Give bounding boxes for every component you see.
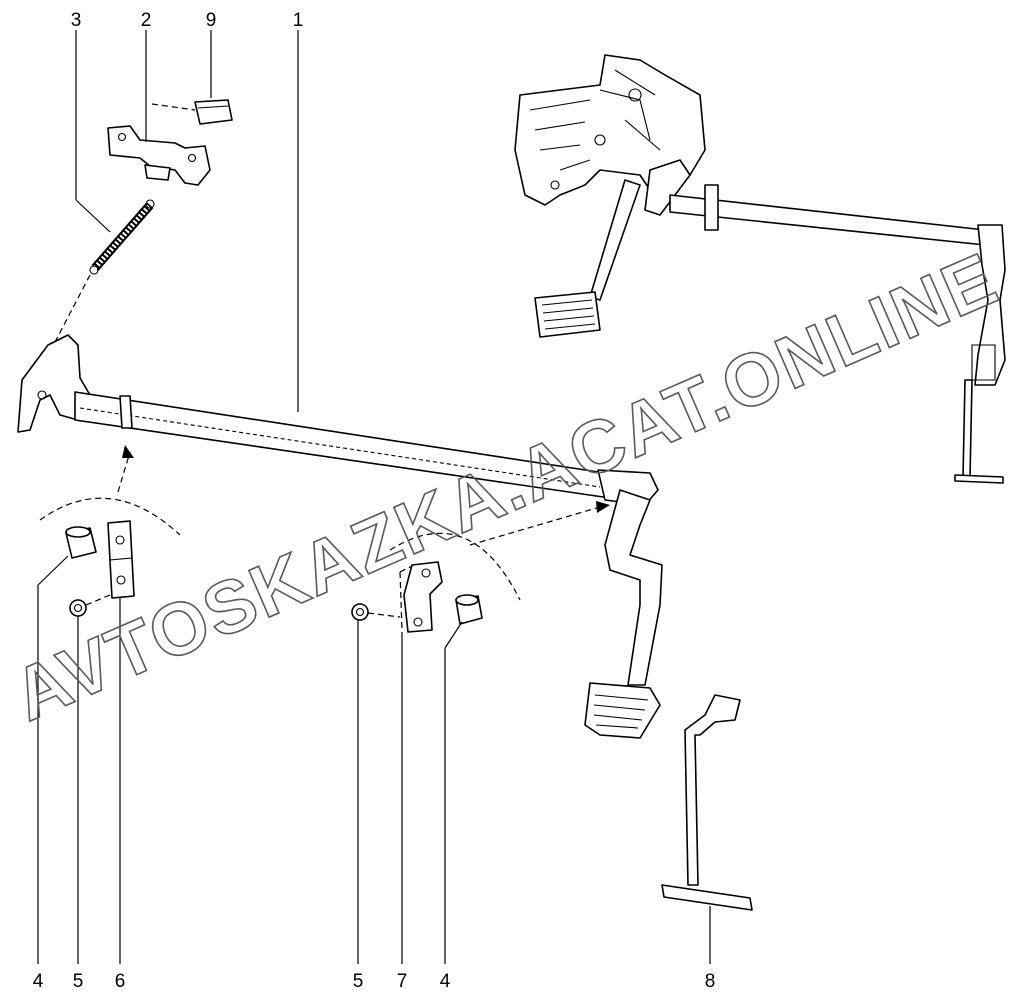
left-bushing-group [39,445,181,617]
callout-7: 7 [397,971,408,992]
callout-6: 6 [115,971,126,992]
callout-3: 3 [71,10,82,31]
callout-8: 8 [705,971,716,992]
callout-4-left: 4 [33,971,44,992]
watermark-text: AVTOSKAZKA.ACAT.ONLINE [1,236,1009,736]
part-9-pad [151,99,233,125]
part-8-lever-rod [661,694,753,911]
part-3-spring [29,199,155,391]
part-1-pedal-shaft [17,334,663,739]
callout-2: 2 [141,10,152,31]
callout-5-mid: 5 [353,971,364,992]
middle-bushing-group [351,501,610,633]
pedal-assembly-context [514,54,1006,484]
callout-1: 1 [293,10,304,31]
callout-5-left: 5 [73,971,84,992]
part-2-bracket [107,125,211,186]
callout-labels: 3 2 9 1 4 5 6 5 7 4 8 [33,10,716,992]
callout-4-mid: 4 [440,971,451,992]
callout-9: 9 [206,10,217,31]
leader-lines [37,30,711,964]
